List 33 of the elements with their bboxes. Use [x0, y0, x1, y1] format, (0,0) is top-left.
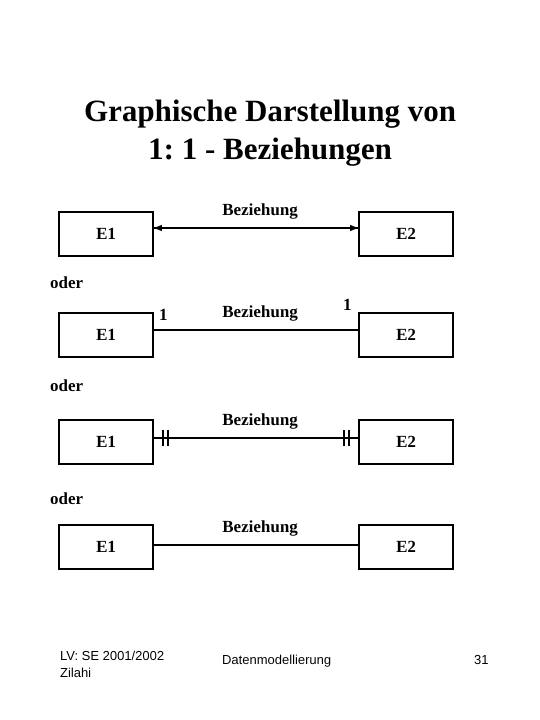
footer-text: 31 — [474, 652, 488, 669]
edge-label: Beziehung — [222, 201, 298, 219]
entity-box — [58, 312, 154, 358]
entity-name: E1 — [96, 224, 116, 244]
entity-box — [358, 211, 454, 257]
entity-name: E1 — [96, 432, 116, 452]
text-label: oder — [50, 488, 84, 510]
relationship-line — [154, 430, 358, 446]
text-label: oder — [50, 375, 84, 397]
entity-box — [358, 312, 454, 358]
footer-text: Datenmodellierung — [222, 652, 332, 669]
entity-name: E2 — [396, 224, 416, 244]
text-label: oder — [50, 272, 84, 294]
entity-name: E1 — [96, 537, 116, 557]
cardinality-label: 1 — [343, 294, 352, 316]
entity-name: E2 — [396, 325, 416, 345]
cardinality-label: 1 — [159, 304, 168, 326]
footer-text: LV: SE 2001/2002 Zilahi — [60, 648, 166, 682]
entity-box — [58, 524, 154, 570]
edge-label: Beziehung — [222, 303, 298, 321]
entity-name: E2 — [396, 432, 416, 452]
edge-label: Beziehung — [222, 411, 298, 429]
entity-name: E2 — [396, 537, 416, 557]
title: Graphische Darstellung von 1: 1 - Beziehungen — [82, 92, 458, 168]
relationship-line — [154, 329, 358, 331]
entity-box — [58, 419, 154, 465]
entity-box — [358, 524, 454, 570]
entity-box — [58, 211, 154, 257]
edge-label: Beziehung — [222, 518, 298, 536]
double-arrow — [154, 224, 358, 232]
entity-box — [358, 419, 454, 465]
entity-name: E1 — [96, 325, 116, 345]
relationship-line — [154, 544, 358, 546]
